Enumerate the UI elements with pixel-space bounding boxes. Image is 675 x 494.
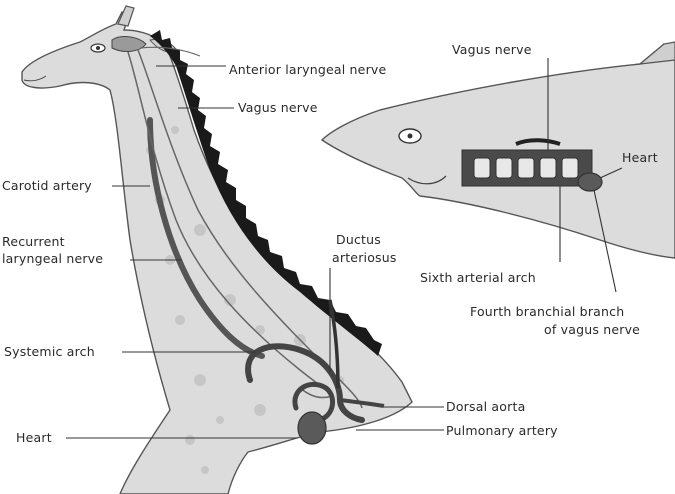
giraffe-heart: [297, 411, 327, 445]
shark-labels: Vagus nerve Heart Sixth arterial arch Fo…: [420, 42, 658, 337]
label-dorsal-aorta: Dorsal aorta: [446, 399, 525, 414]
label-sixth-arterial-arch: Sixth arterial arch: [420, 270, 536, 285]
label-systemic-arch: Systemic arch: [4, 344, 95, 359]
label-fourth-branchial-line1: Fourth branchial branch: [470, 304, 624, 319]
shark-illustration: [320, 41, 675, 259]
label-ductus-line1: Ductus: [336, 232, 381, 247]
vagus-nerve-path: [137, 49, 363, 409]
pulmonary-vessel: [292, 381, 335, 421]
giraffe-body: [21, 10, 413, 494]
label-heart-shark: Heart: [622, 150, 658, 165]
carotid-artery-vessel: [147, 117, 265, 359]
label-ductus-line2: arteriosus: [332, 250, 397, 265]
shark-gill-arches: [473, 157, 579, 179]
shark-leader-lines: [547, 58, 623, 293]
label-carotid-artery: Carotid artery: [2, 178, 92, 193]
ductus-arteriosus-vessel: [328, 299, 340, 389]
shark-heart: [577, 172, 603, 192]
giraffe-ossicone: [117, 5, 135, 27]
label-fourth-branchial-line2: of vagus nerve: [544, 322, 640, 337]
giraffe-pupil: [96, 46, 100, 50]
shark-dorsal-fin: [638, 41, 675, 65]
label-vagus-nerve-shark: Vagus nerve: [452, 42, 532, 57]
shark-pupil: [407, 133, 413, 139]
giraffe-mouth: [23, 75, 47, 82]
label-anterior-laryngeal-nerve: Anterior laryngeal nerve: [229, 62, 387, 77]
giraffe-illustration: [21, 5, 413, 494]
giraffe-larynx: [111, 36, 147, 52]
label-vagus-nerve-giraffe: Vagus nerve: [238, 100, 318, 115]
shark-vagus-nerve-path: [515, 138, 561, 146]
label-recurrent-line2: laryngeal nerve: [2, 251, 103, 266]
anterior-laryngeal-nerve-path: [139, 46, 201, 57]
giraffe-leader-lines: [66, 65, 444, 439]
systemic-arch-vessel: [245, 343, 365, 423]
label-heart-giraffe: Heart: [16, 430, 52, 445]
dorsal-aorta-vessel: [339, 398, 385, 408]
giraffe-labels: Anterior laryngeal nerve Vagus nerve Car…: [2, 62, 558, 445]
label-pulmonary-artery: Pulmonary artery: [446, 423, 558, 438]
label-recurrent-line1: Recurrent: [2, 234, 65, 249]
shark-mouth: [407, 175, 447, 185]
